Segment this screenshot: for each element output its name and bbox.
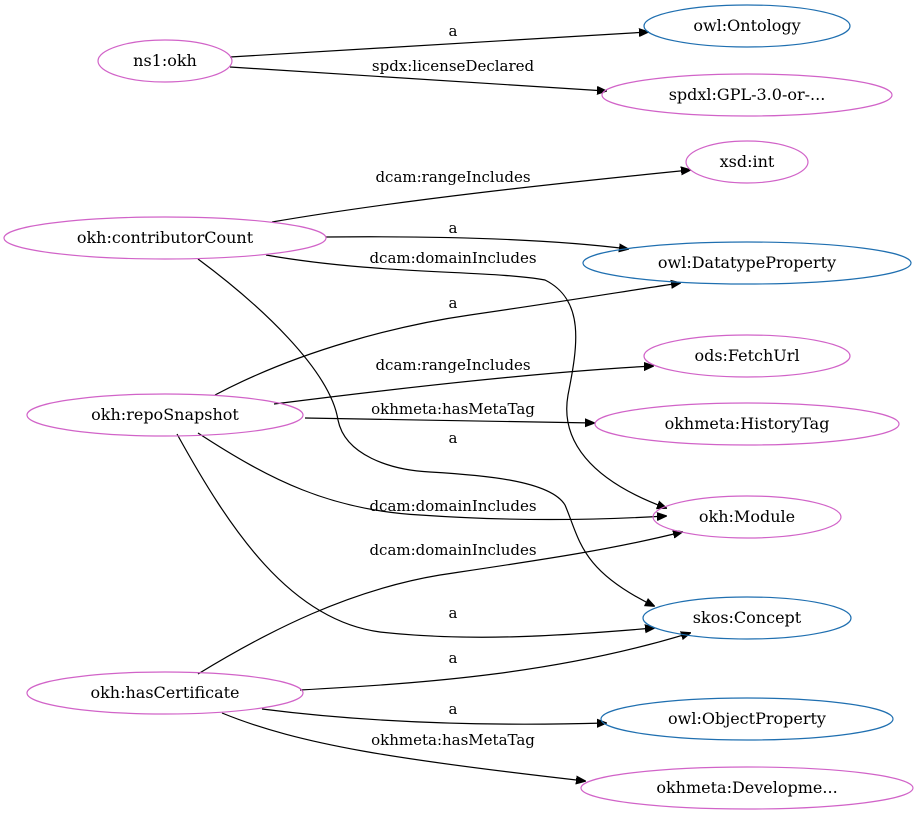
node-label: owl:DatatypeProperty [658,253,836,272]
node-ellipse [601,73,893,117]
node-has-certificate[interactable]: okh:hasCertificate [26,671,304,715]
node-label: owl:Ontology [693,16,800,35]
edge-cert-domain-module [197,532,682,675]
node-ellipse [3,216,327,260]
edge-okh-a-ontology [229,32,648,58]
nodes: ns1:okh owl:Ontology spdxl:GPL-3.0-or-..… [3,4,914,810]
edge-label-has-meta-tag: okhmeta:hasMetaTag [371,400,535,418]
edge-label-a: a [449,604,458,622]
node-owl-datatype-property[interactable]: owl:DatatypeProperty [582,241,912,285]
node-ellipse [26,393,304,437]
node-label: okh:repoSnapshot [91,405,239,424]
edge-label-a: a [449,22,458,40]
node-label: xsd:int [720,152,775,171]
node-label: okhmeta:HistoryTag [665,414,830,433]
node-ellipse [685,140,809,184]
node-ellipse [643,334,851,378]
edge-labels: a spdx:licenseDeclared dcam:rangeInclude… [369,22,536,749]
node-okh-module[interactable]: okh:Module [652,495,842,539]
node-ods-fetch-url[interactable]: ods:FetchUrl [643,334,851,378]
node-ellipse [582,241,912,285]
node-repo-snapshot[interactable]: okh:repoSnapshot [26,393,304,437]
edge-label-domain-includes: dcam:domainIncludes [369,541,536,559]
node-spdxl-gpl[interactable]: spdxl:GPL-3.0-or-... [601,73,893,117]
node-label: okh:contributorCount [77,228,254,247]
edge-repo-metatag-history [304,417,594,423]
node-ellipse [26,671,304,715]
edge-repo-a-concept [176,433,654,638]
edge-label-a: a [449,700,458,718]
node-ellipse [97,39,233,83]
edge-label-a: a [449,649,458,667]
edge-label-range-includes: dcam:rangeIncludes [375,356,530,374]
node-owl-ontology[interactable]: owl:Ontology [643,4,851,48]
edge-label-a: a [449,429,458,447]
node-history-tag[interactable]: okhmeta:HistoryTag [594,402,900,446]
node-owl-object-property[interactable]: owl:ObjectProperty [600,697,894,741]
edge-label-has-meta-tag: okhmeta:hasMetaTag [371,731,535,749]
edge-contrib-range-int [271,170,690,223]
edge-label-a: a [449,294,458,312]
edge-repo-a-datatype [214,283,680,396]
edge-label-license-declared: spdx:licenseDeclared [372,57,535,75]
edge-label-domain-includes: dcam:domainIncludes [369,497,536,515]
node-label: spdxl:GPL-3.0-or-... [669,85,826,104]
edge-contrib-domain-module [265,254,666,508]
edge-label-domain-includes: dcam:domainIncludes [369,249,536,267]
node-ns1-okh[interactable]: ns1:okh [97,39,233,83]
node-ellipse [642,596,852,640]
node-label: owl:ObjectProperty [668,709,826,728]
node-xsd-int[interactable]: xsd:int [685,140,809,184]
node-ellipse [580,766,914,810]
edge-repo-domain-module [197,432,666,520]
node-contributor-count[interactable]: okh:contributorCount [3,216,327,260]
node-skos-concept[interactable]: skos:Concept [642,596,852,640]
edge-okh-license-gpl [229,66,606,91]
edge-label-range-includes: dcam:rangeIncludes [375,168,530,186]
node-ellipse [652,495,842,539]
edge-contrib-a-datatype [325,236,628,249]
node-label: okhmeta:Developme... [656,778,837,797]
node-label: ns1:okh [133,51,197,70]
edge-repo-range-fetchurl [273,366,653,405]
edge-contrib-a-concept [197,258,654,606]
node-label: ods:FetchUrl [694,346,799,365]
node-ellipse [594,402,900,446]
edges [176,32,690,781]
edge-cert-a-objectproperty [261,708,606,724]
edge-cert-metatag-development [221,712,585,781]
node-label: okh:hasCertificate [90,683,239,702]
node-label: okh:Module [699,507,795,526]
node-label: skos:Concept [693,608,802,627]
edge-label-a: a [449,219,458,237]
node-ellipse [600,697,894,741]
node-ellipse [643,4,851,48]
node-development-tag[interactable]: okhmeta:Developme... [580,766,914,810]
edge-cert-a-concept [299,633,690,691]
